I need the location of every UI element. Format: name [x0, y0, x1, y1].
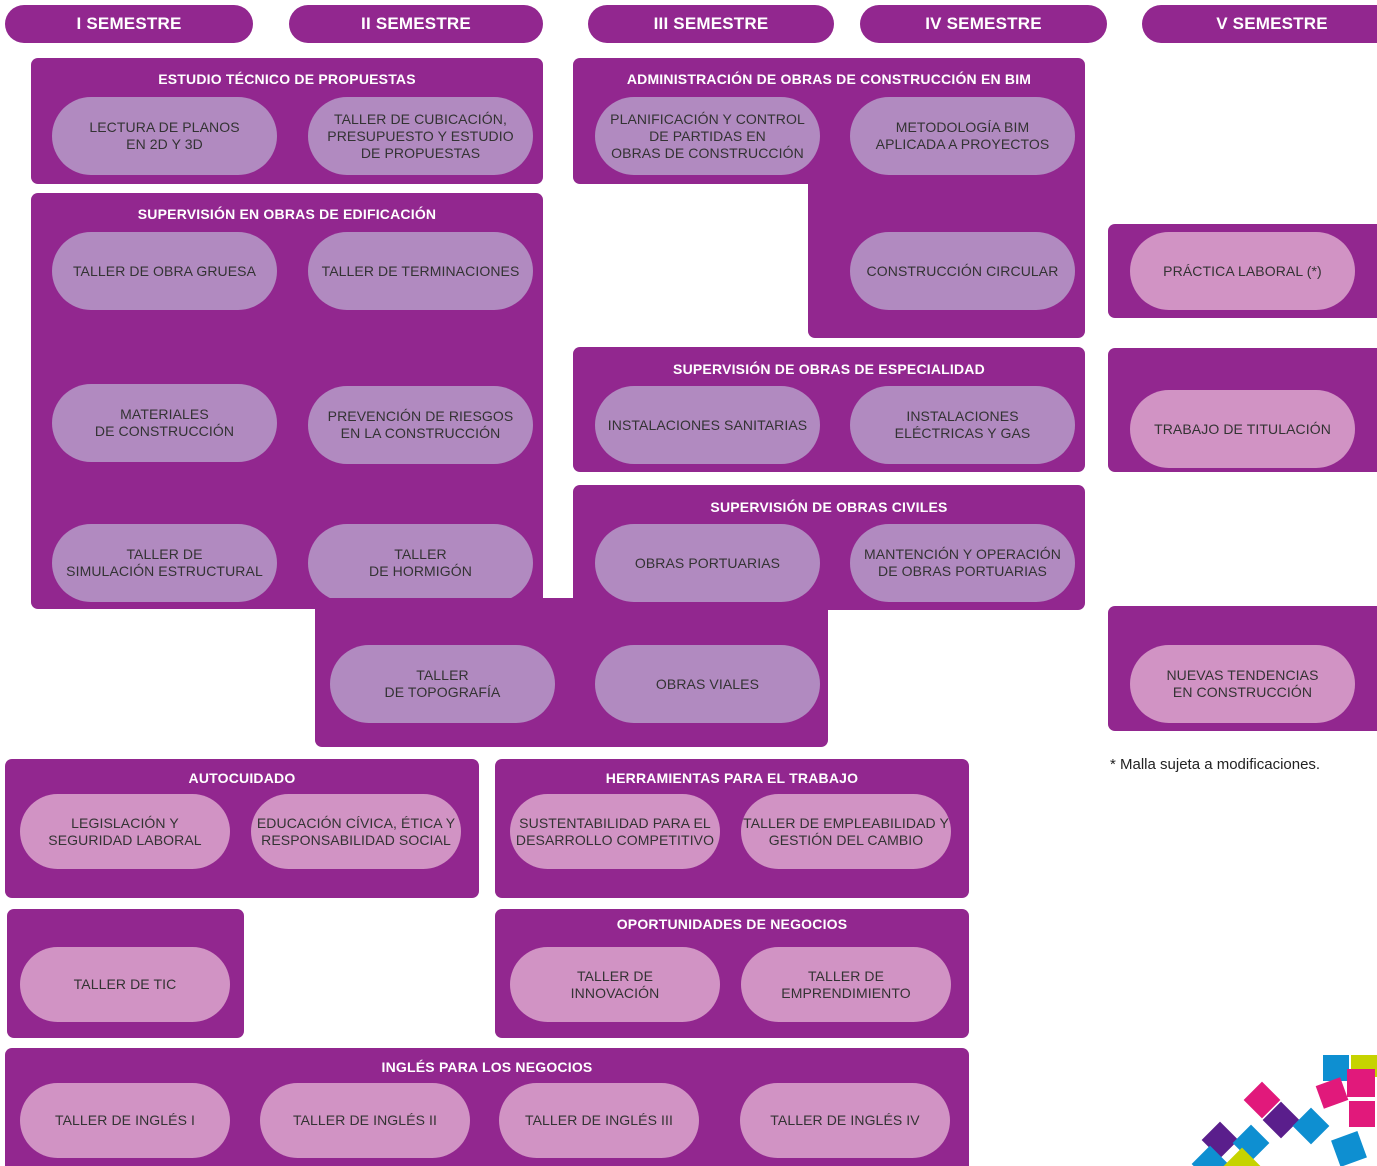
course-legislacion[interactable]: LEGISLACIÓN Y SEGURIDAD LABORAL: [20, 794, 230, 869]
course-ingles-1[interactable]: TALLER DE INGLÉS I: [20, 1083, 230, 1158]
group-supervision-edificacion-title: SUPERVISIÓN EN OBRAS DE EDIFICACIÓN: [137, 206, 437, 222]
logo-square: [1223, 1147, 1261, 1166]
course-metodologia-bim[interactable]: METODOLOGÍA BIM APLICADA A PROYECTOS: [850, 97, 1075, 175]
brand-logo-icon: [1191, 1055, 1377, 1166]
course-ingles-3[interactable]: TALLER DE INGLÉS III: [499, 1083, 699, 1158]
footnote: * Malla sujeta a modificaciones.: [1110, 756, 1321, 773]
group-supervision-civiles-title: SUPERVISIÓN DE OBRAS CIVILES: [710, 499, 948, 515]
logo-square: [1331, 1131, 1367, 1166]
course-trabajo-titulacion[interactable]: TRABAJO DE TITULACIÓN: [1130, 390, 1355, 468]
course-empleabilidad[interactable]: TALLER DE EMPLEABILIDAD Y GESTIÓN DEL CA…: [741, 794, 951, 869]
logo-square: [1191, 1145, 1229, 1166]
course-planificacion-control[interactable]: PLANIFICACIÓN Y CONTROL DE PARTIDAS EN O…: [595, 97, 820, 175]
course-sustentabilidad[interactable]: SUSTENTABILIDAD PARA EL DESARROLLO COMPE…: [510, 794, 720, 869]
course-nuevas-tendencias[interactable]: NUEVAS TENDENCIAS EN CONSTRUCCIÓN: [1130, 645, 1355, 723]
course-emprendimiento[interactable]: TALLER DE EMPRENDIMIENTO: [741, 947, 951, 1022]
course-terminaciones[interactable]: TALLER DE TERMINACIONES: [308, 232, 533, 310]
course-materiales[interactable]: MATERIALES DE CONSTRUCCIÓN: [52, 384, 277, 462]
logo-square: [1315, 1077, 1349, 1109]
course-practica-laboral[interactable]: PRÁCTICA LABORAL (*): [1130, 232, 1355, 310]
course-simulacion-estructural[interactable]: TALLER DE SIMULACIÓN ESTRUCTURAL: [52, 524, 277, 602]
course-lectura-planos[interactable]: LECTURA DE PLANOS EN 2D Y 3D: [52, 97, 277, 175]
semester-1-header: I SEMESTRE: [5, 5, 253, 43]
group-oportunidades-title: OPORTUNIDADES DE NEGOCIOS: [616, 916, 848, 932]
course-hormigon[interactable]: TALLER DE HORMIGÓN: [308, 524, 533, 602]
semester-2-header: II SEMESTRE: [289, 5, 543, 43]
semester-3-header: III SEMESTRE: [588, 5, 834, 43]
course-tic[interactable]: TALLER DE TIC: [20, 947, 230, 1022]
group-estudio-tecnico-title: ESTUDIO TÉCNICO DE PROPUESTAS: [158, 71, 416, 87]
course-instalaciones-electricas[interactable]: INSTALACIONES ELÉCTRICAS Y GAS: [850, 386, 1075, 464]
course-instalaciones-sanitarias[interactable]: INSTALACIONES SANITARIAS: [595, 386, 820, 464]
group-administracion-bim-title: ADMINISTRACIÓN DE OBRAS DE CONSTRUCCIÓN …: [626, 71, 1032, 87]
semester-5-header: V SEMESTRE: [1142, 5, 1377, 43]
course-taller-cubicacion[interactable]: TALLER DE CUBICACIÓN, PRESUPUESTO Y ESTU…: [308, 97, 533, 175]
course-construccion-circular[interactable]: CONSTRUCCIÓN CIRCULAR: [850, 232, 1075, 310]
logo-square: [1347, 1069, 1375, 1097]
course-educacion-civica[interactable]: EDUCACIÓN CÍVICA, ÉTICA Y RESPONSABILIDA…: [251, 794, 461, 869]
course-ingles-4[interactable]: TALLER DE INGLÉS IV: [740, 1083, 950, 1158]
group-herramientas-title: HERRAMIENTAS PARA EL TRABAJO: [605, 770, 859, 786]
group-autocuidado-title: AUTOCUIDADO: [188, 770, 296, 786]
logo-square: [1292, 1107, 1330, 1145]
course-mantencion-portuarias[interactable]: MANTENCIÓN Y OPERACIÓN DE OBRAS PORTUARI…: [850, 524, 1075, 602]
semester-4-header: IV SEMESTRE: [860, 5, 1107, 43]
logo-square: [1243, 1081, 1281, 1119]
group-ingles-title: INGLÉS PARA LOS NEGOCIOS: [381, 1059, 593, 1075]
logo-square: [1349, 1101, 1375, 1127]
course-prevencion-riesgos[interactable]: PREVENCIÓN DE RIESGOS EN LA CONSTRUCCIÓN: [308, 386, 533, 464]
logo-square: [1323, 1055, 1349, 1081]
course-obras-portuarias[interactable]: OBRAS PORTUARIAS: [595, 524, 820, 602]
course-ingles-2[interactable]: TALLER DE INGLÉS II: [260, 1083, 470, 1158]
logo-square: [1262, 1101, 1300, 1139]
course-obras-viales[interactable]: OBRAS VIALES: [595, 645, 820, 723]
group-supervision-especialidad-title: SUPERVISIÓN DE OBRAS DE ESPECIALIDAD: [673, 361, 985, 377]
course-innovacion[interactable]: TALLER DE INNOVACIÓN: [510, 947, 720, 1022]
course-topografia[interactable]: TALLER DE TOPOGRAFÍA: [330, 645, 555, 723]
course-obra-gruesa[interactable]: TALLER DE OBRA GRUESA: [52, 232, 277, 310]
